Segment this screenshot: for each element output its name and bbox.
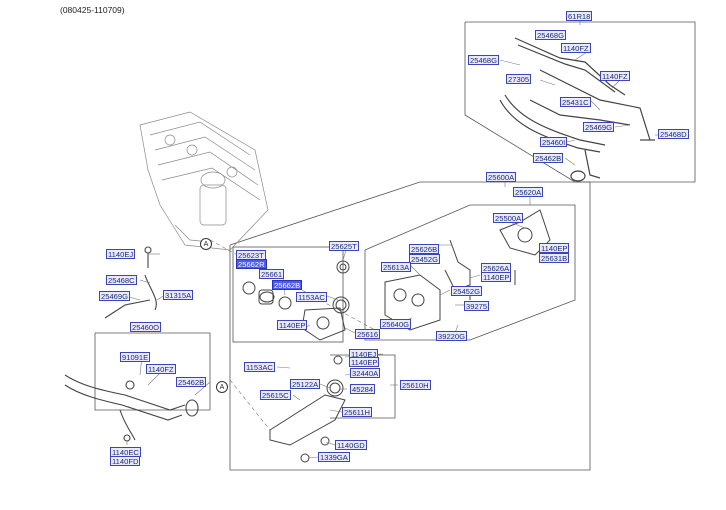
- upper-pipes: [499, 37, 655, 182]
- part-label-25631b[interactable]: 25631B: [539, 253, 570, 263]
- part-label-1140ep-c[interactable]: 1140EP: [277, 320, 308, 330]
- part-label-1140ep-d[interactable]: 1140EP: [349, 357, 380, 367]
- part-label-25468g-top[interactable]: 25468G: [535, 30, 567, 40]
- reference-mark-a-engine: A: [200, 238, 212, 250]
- box-25600a: [229, 181, 591, 471]
- part-label-25616[interactable]: 25616: [355, 329, 381, 339]
- part-label-39220g[interactable]: 39220G: [436, 331, 468, 341]
- part-label-32440a[interactable]: 32440A: [350, 368, 381, 378]
- engine-block-sketch: [139, 111, 269, 251]
- part-label-25613a[interactable]: 25613A: [381, 262, 412, 272]
- thermostat-assembly: [242, 209, 551, 463]
- box-25620a: [364, 204, 576, 341]
- part-label-25625t[interactable]: 25625T: [329, 241, 359, 251]
- part-label-25468d[interactable]: 25468D: [658, 129, 689, 139]
- part-label-1140gd[interactable]: 1140GD: [335, 440, 367, 450]
- part-label-1153ac-b[interactable]: 1153AC: [244, 362, 275, 372]
- part-label-1140ej-left[interactable]: 1140EJ: [106, 249, 136, 259]
- part-label-1140fz-b[interactable]: 1140FZ: [600, 71, 630, 81]
- part-label-25626b[interactable]: 25626B: [409, 244, 440, 254]
- part-label-25460o[interactable]: 25460O: [130, 322, 162, 332]
- part-label-25662b[interactable]: 25662B: [272, 280, 303, 290]
- reference-mark-a-pipe: A: [216, 381, 228, 393]
- part-label-25462b-lower[interactable]: 25462B: [176, 377, 207, 387]
- part-label-31315a[interactable]: 31315A: [163, 290, 194, 300]
- part-label-25611h[interactable]: 25611H: [342, 407, 373, 417]
- part-label-25452g-a[interactable]: 25452G: [409, 254, 441, 264]
- part-label-1140ep-right[interactable]: 1140EP: [539, 243, 570, 253]
- left-hoses: [64, 246, 199, 442]
- part-label-25500a[interactable]: 25500A: [493, 213, 524, 223]
- part-label-25610h[interactable]: 25610H: [400, 380, 431, 390]
- box-25460o: [94, 332, 211, 411]
- box-25623t: [232, 246, 344, 343]
- part-label-25615c[interactable]: 25615C: [260, 390, 291, 400]
- part-label-61r18[interactable]: 61R18: [566, 11, 593, 21]
- part-label-25620a[interactable]: 25620A: [513, 187, 544, 197]
- part-label-25431c[interactable]: 25431C: [560, 97, 591, 107]
- part-label-25452g-b[interactable]: 25452G: [451, 286, 483, 296]
- part-label-25460i[interactable]: 25460I: [540, 137, 568, 147]
- part-label-1140fd[interactable]: 1140FD: [110, 456, 141, 466]
- part-label-25469g-left[interactable]: 25469G: [99, 291, 131, 301]
- part-label-1140ep-b[interactable]: 1140EP: [481, 272, 512, 282]
- part-label-45284[interactable]: 45284: [350, 384, 376, 394]
- part-label-1339ga[interactable]: 1339GA: [318, 452, 350, 462]
- part-label-25469g-right[interactable]: 25469G: [583, 122, 615, 132]
- part-label-1140fz-a[interactable]: 1140FZ: [561, 43, 591, 53]
- part-label-1153ac-a[interactable]: 1153AC: [296, 292, 327, 302]
- part-label-25661[interactable]: 25661: [259, 269, 285, 279]
- part-label-25462b-top[interactable]: 25462B: [533, 153, 564, 163]
- document-id: (080425-110709): [60, 5, 125, 15]
- box-61r18: [464, 21, 696, 183]
- part-label-39275[interactable]: 39275: [464, 301, 490, 311]
- part-label-25600a[interactable]: 25600A: [486, 172, 517, 182]
- part-label-25468c[interactable]: 25468C: [106, 275, 137, 285]
- part-label-25122a[interactable]: 25122A: [290, 379, 321, 389]
- part-label-25640g[interactable]: 25640G: [380, 319, 412, 329]
- part-label-91091e[interactable]: 91091E: [120, 352, 151, 362]
- part-label-27305[interactable]: 27305: [506, 74, 532, 84]
- part-label-25468g-left[interactable]: 25468G: [468, 55, 500, 65]
- part-label-25662r[interactable]: 25662R: [236, 259, 267, 269]
- part-label-1140fz-c[interactable]: 1140FZ: [146, 364, 176, 374]
